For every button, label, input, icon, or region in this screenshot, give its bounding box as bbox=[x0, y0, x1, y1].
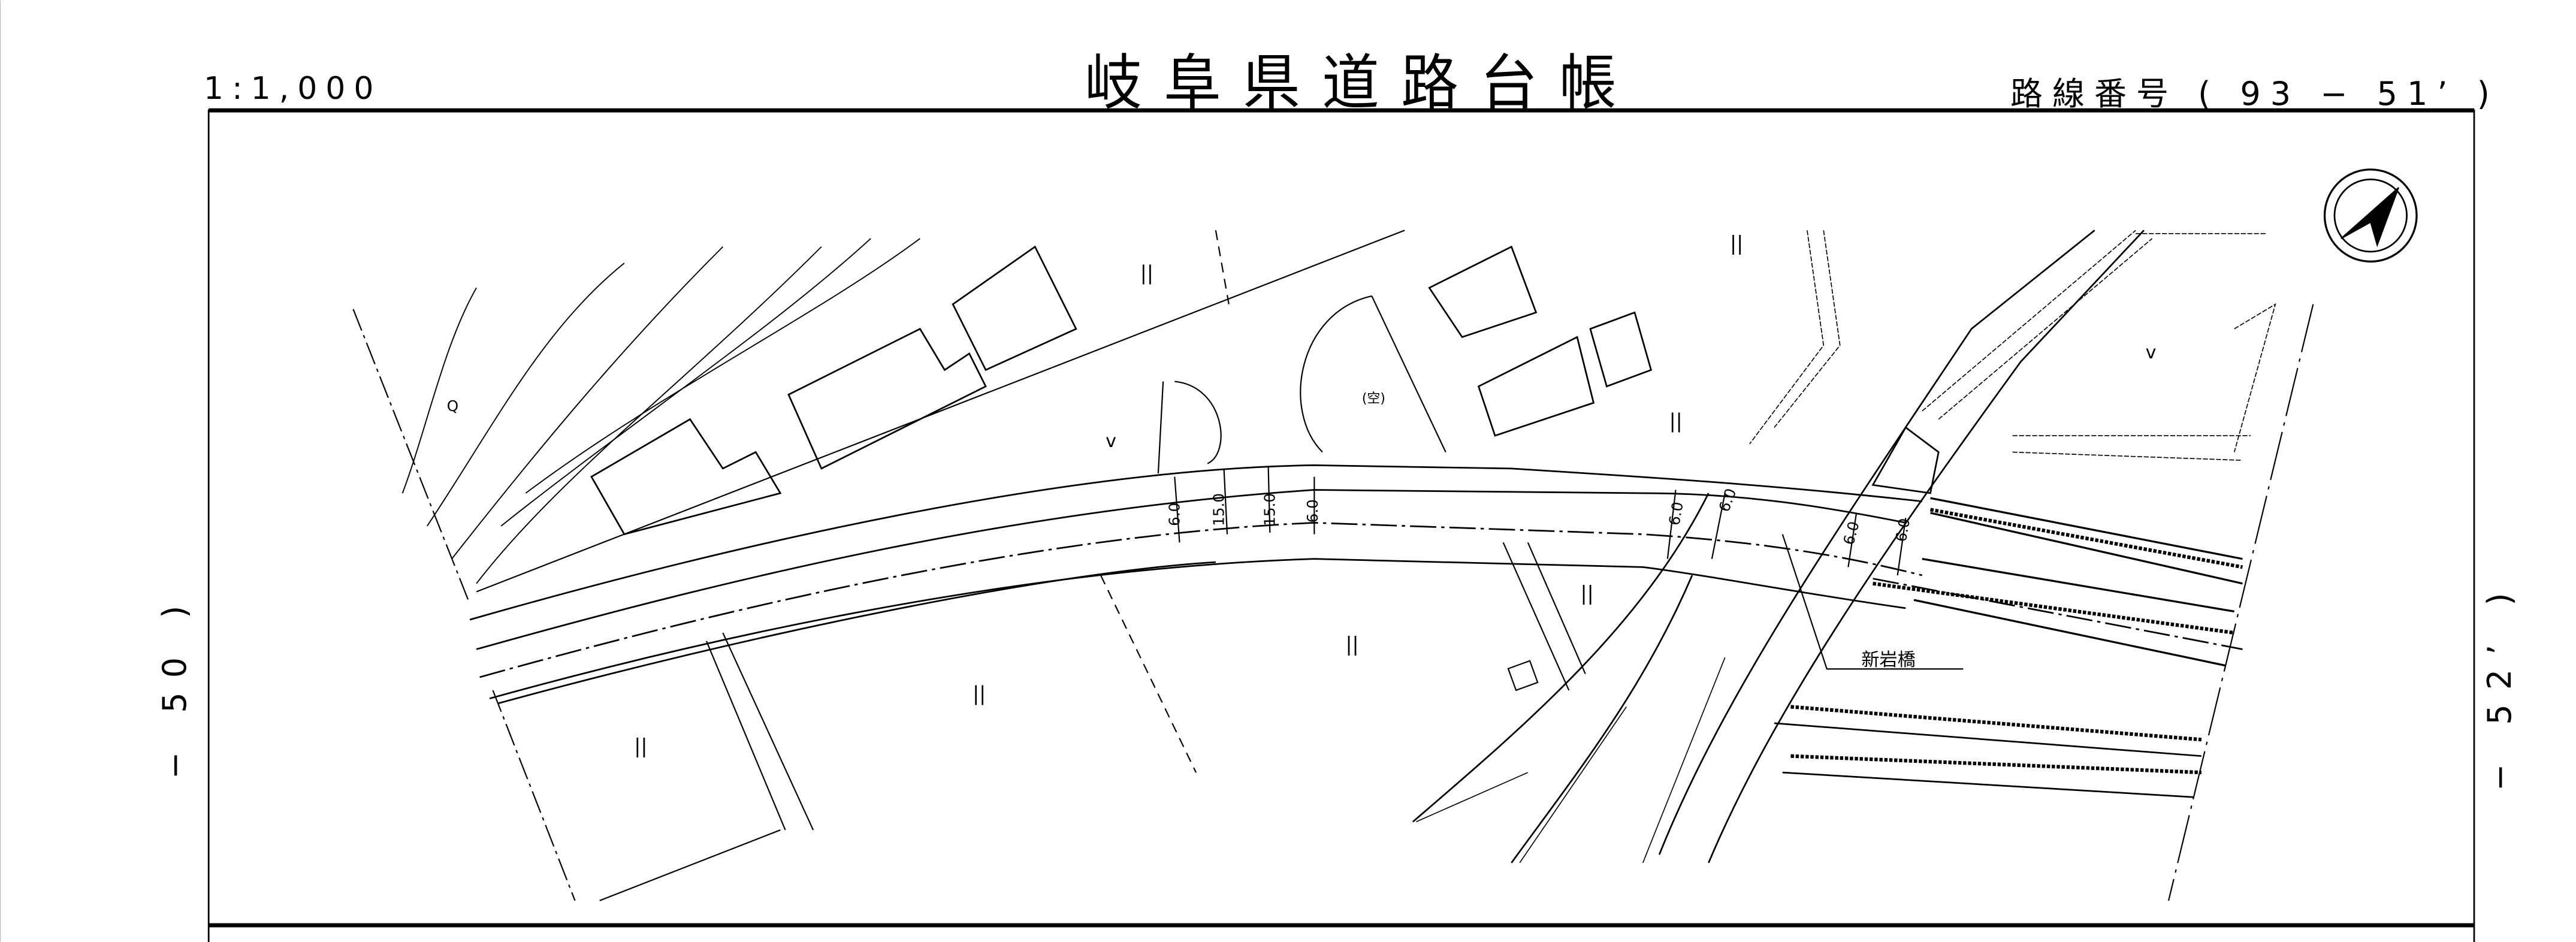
width-label: 6.0 bbox=[1665, 500, 1686, 527]
paddy-symbol: || bbox=[1581, 581, 1594, 605]
width-marks bbox=[1174, 467, 1907, 576]
bridge-callout: 新岩橋 bbox=[1781, 534, 1964, 671]
document-title: 岐阜県道路台帳 bbox=[1085, 47, 1638, 119]
paddy-symbol: || bbox=[1140, 261, 1153, 285]
vacant-lot-label: (空) bbox=[1362, 391, 1385, 406]
paddy-symbol: || bbox=[1345, 632, 1358, 656]
bridge-name: 新岩橋 bbox=[1861, 650, 1915, 671]
embankment-hatching bbox=[1416, 230, 2276, 864]
field-symbol: v bbox=[1106, 431, 1116, 452]
buildings bbox=[590, 245, 1940, 536]
crossing-road bbox=[1412, 230, 2201, 864]
tree-symbol: Q bbox=[447, 397, 458, 415]
width-label: 6.0 bbox=[1166, 503, 1183, 526]
paddy-symbol: || bbox=[973, 681, 986, 705]
route-number: 路線番号 ( 93 − 51’ ) bbox=[2010, 75, 2499, 113]
map-scale: 1:1,000 bbox=[204, 71, 382, 107]
width-label: 6.0 bbox=[1716, 486, 1740, 514]
width-label: 15.0 bbox=[1261, 493, 1279, 526]
main-road bbox=[469, 464, 2243, 705]
paddy-symbol: || bbox=[634, 734, 647, 757]
width-label: 6.0 bbox=[1840, 520, 1862, 547]
map-frame bbox=[207, 109, 2475, 942]
north-arrow-icon bbox=[2323, 168, 2418, 263]
paddy-symbol: || bbox=[1669, 409, 1683, 432]
contour-lines bbox=[401, 238, 920, 584]
width-label: 6.0 bbox=[1304, 499, 1321, 523]
width-label: 15.0 bbox=[1210, 493, 1228, 526]
paddy-symbol: || bbox=[1730, 231, 1743, 255]
width-label: 6.0 bbox=[1892, 517, 1913, 544]
boundaries bbox=[352, 230, 2314, 901]
field-symbol: v bbox=[2146, 342, 2157, 363]
